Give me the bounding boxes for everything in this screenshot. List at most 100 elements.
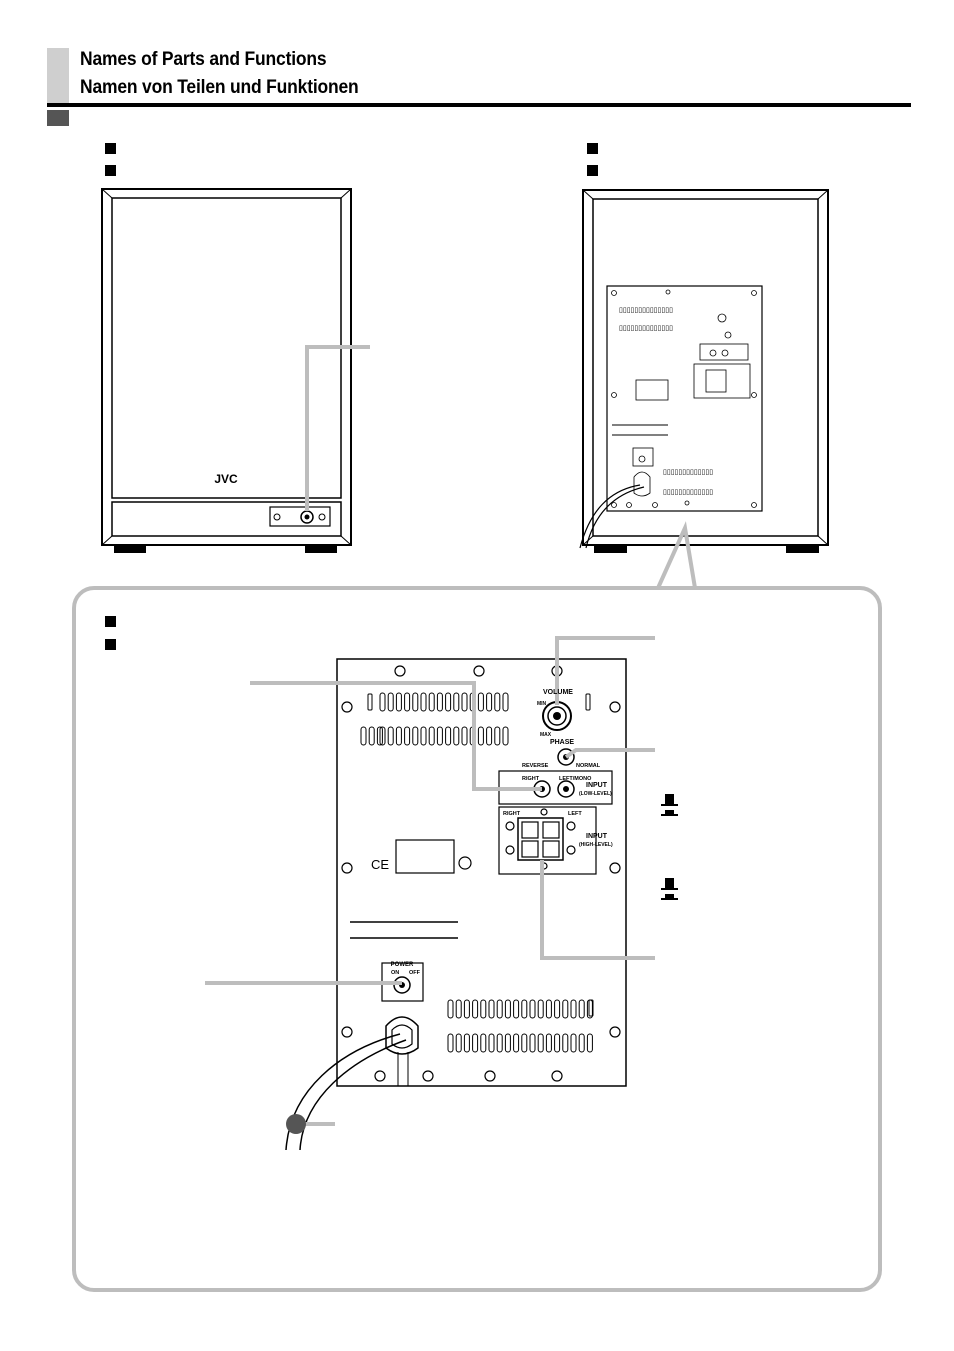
vent-slot <box>447 1033 454 1053</box>
phase-normal-label: NORMAL <box>576 763 601 769</box>
header-accent-block <box>47 110 69 126</box>
header-accent-bar <box>47 48 69 103</box>
page-title-en: Names of Parts and Functions <box>80 49 327 70</box>
high-left-label: LEFT <box>568 811 582 817</box>
power-on-label: ON <box>391 970 399 976</box>
volume-max-label: MAX <box>540 732 552 738</box>
vent-slot <box>461 692 468 712</box>
vent-slot <box>570 1033 577 1053</box>
vent-slot <box>436 692 443 712</box>
front-speaker <box>101 188 370 553</box>
vent-slot <box>486 692 493 712</box>
vent-slot <box>477 692 484 712</box>
vent-slot <box>486 726 493 746</box>
bullet-panel-en <box>105 616 116 627</box>
vent-slot <box>368 726 375 746</box>
vent-slot <box>463 999 470 1019</box>
switch-indicators <box>661 794 678 900</box>
vent-slot <box>428 692 435 712</box>
low-level-label: (LOW-LEVEL) <box>579 791 612 797</box>
volume-label: VOLUME <box>543 689 573 696</box>
volume-min-label: MIN <box>537 701 547 707</box>
phase-label: PHASE <box>550 739 574 746</box>
vent-slot <box>521 1033 528 1053</box>
cord-marker <box>286 1114 306 1134</box>
vent-slot <box>537 1033 544 1053</box>
vent-slot <box>480 1033 487 1053</box>
power-label: POWER <box>391 962 414 968</box>
vent-slot <box>562 1033 569 1053</box>
vent-slot <box>586 1033 593 1053</box>
vent-slot <box>502 692 509 712</box>
high-level-label: (HIGH-LEVEL) <box>579 842 613 848</box>
bullet-panel-de <box>105 639 116 650</box>
vent-slot <box>412 692 419 712</box>
svg-text:▯▯▯▯▯▯▯▯▯▯▯▯▯▯: ▯▯▯▯▯▯▯▯▯▯▯▯▯▯ <box>619 325 673 332</box>
vent-slot <box>488 999 495 1019</box>
vent-slot <box>455 1033 462 1053</box>
ce-mark: CE <box>371 857 389 872</box>
low-input-label: INPUT <box>586 782 608 789</box>
vent-slot <box>521 999 528 1019</box>
vent-slot <box>502 726 509 746</box>
vent-slot <box>554 1033 561 1053</box>
bullet-front-de <box>105 165 116 176</box>
vent-slot <box>480 999 487 1019</box>
vent-slot <box>545 999 552 1019</box>
vent-slot <box>445 726 452 746</box>
rear-speaker: ▯▯▯▯▯▯▯▯▯▯▯▯▯▯ ▯▯▯▯▯▯▯▯▯▯▯▯▯▯ ▯▯▯▯▯▯▯▯▯▯… <box>579 189 829 589</box>
vent-slot <box>395 692 402 712</box>
high-right-label: RIGHT <box>503 811 521 817</box>
svg-text:▯▯▯▯▯▯▯▯▯▯▯▯▯▯: ▯▯▯▯▯▯▯▯▯▯▯▯▯▯ <box>619 307 673 314</box>
enlarged-rear-panel <box>285 658 627 1151</box>
vent-slot <box>504 999 511 1019</box>
vent-slot <box>395 726 402 746</box>
vent-slot <box>379 726 386 746</box>
svg-text:▯▯▯▯▯▯▯▯▯▯▯▯▯: ▯▯▯▯▯▯▯▯▯▯▯▯▯ <box>663 469 713 476</box>
front-brand-logo: JVC <box>214 472 238 486</box>
vent-slot <box>496 999 503 1019</box>
low-right-label: RIGHT <box>522 776 540 782</box>
vent-slot <box>404 726 411 746</box>
header-rule <box>47 103 911 107</box>
vent-slot <box>494 726 501 746</box>
vent-slot <box>477 726 484 746</box>
vent-slot <box>453 692 460 712</box>
bullet-front-en <box>105 143 116 154</box>
vent-slot <box>545 1033 552 1053</box>
phase-reverse-label: REVERSE <box>522 763 549 769</box>
vent-slot <box>472 1033 479 1053</box>
vent-slot <box>376 726 383 746</box>
vent-slot <box>472 999 479 1019</box>
vent-slot <box>513 999 520 1019</box>
high-input-label: INPUT <box>586 833 608 840</box>
rear-panel-callout-frame <box>72 586 882 1292</box>
vent-slot <box>453 726 460 746</box>
vent-slot <box>447 999 454 1019</box>
vent-slot <box>513 1033 520 1053</box>
vent-slot <box>420 726 427 746</box>
vent-slot <box>360 726 367 746</box>
vent-slot <box>436 726 443 746</box>
vent-slot <box>455 999 462 1019</box>
vent-slot <box>578 999 585 1019</box>
vent-slot <box>387 692 394 712</box>
page-title-de: Namen von Teilen und Funktionen <box>80 77 359 98</box>
vent-slot <box>578 1033 585 1053</box>
vent-slot <box>554 999 561 1019</box>
vent-slot <box>379 692 386 712</box>
vent-slot <box>504 1033 511 1053</box>
vent-slot <box>404 692 411 712</box>
vent-slot <box>496 1033 503 1053</box>
vent-slot <box>494 692 501 712</box>
low-left-mono-label: LEFT/MONO <box>559 776 592 782</box>
leader-lines <box>205 636 655 1126</box>
power-off-label: OFF <box>409 970 421 976</box>
bullet-rear-de <box>587 165 598 176</box>
vent-slot <box>412 726 419 746</box>
vent-slot <box>463 1033 470 1053</box>
svg-text:▯▯▯▯▯▯▯▯▯▯▯▯▯: ▯▯▯▯▯▯▯▯▯▯▯▯▯ <box>663 489 713 496</box>
vent-slot <box>461 726 468 746</box>
vent-slot <box>445 692 452 712</box>
